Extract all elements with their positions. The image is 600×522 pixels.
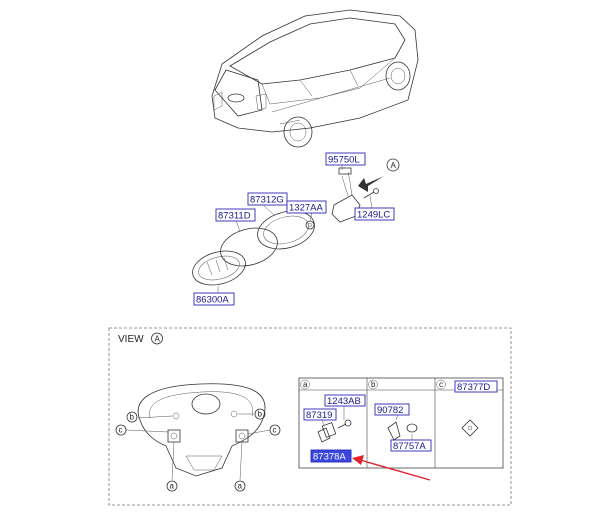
detail-header-b: b [371, 380, 376, 389]
svg-text:87378A: 87378A [313, 452, 346, 463]
svg-text:1327AA: 1327AA [289, 203, 323, 214]
detail-c-part [461, 419, 479, 437]
label-87319[interactable]: 87319 [303, 408, 337, 421]
label-95750L[interactable]: 95750L [325, 152, 366, 166]
detail-header-c: c [439, 380, 443, 389]
detail-a-parts [317, 406, 352, 443]
svg-text:1243AB: 1243AB [327, 396, 361, 407]
callout-a-right: a [238, 482, 243, 491]
svg-text:87757A: 87757A [393, 441, 426, 452]
car-illustration [211, 9, 419, 148]
highlight-arrow [352, 455, 431, 481]
svg-text:87311D: 87311D [218, 211, 251, 222]
label-87312G[interactable]: 87312G [247, 192, 288, 206]
detail-b-parts [387, 413, 418, 451]
svg-text:1249LC: 1249LC [357, 210, 390, 221]
svg-text:90782: 90782 [377, 405, 403, 416]
svg-text:87312G: 87312G [250, 195, 284, 206]
label-87757A[interactable]: 87757A [390, 439, 432, 452]
top-leader-lines [217, 164, 373, 294]
svg-text:86300A: 86300A [196, 295, 229, 306]
label-90782[interactable]: 90782 [374, 403, 410, 416]
emblem-assembly [192, 158, 400, 286]
callout-b-right: b [258, 410, 263, 419]
svg-text:95750L: 95750L [328, 155, 360, 166]
callout-a-left: a [170, 482, 175, 491]
rear-view-callouts [115, 408, 281, 492]
label-87377D[interactable]: 87377D [454, 380, 498, 393]
detail-header-a: a [303, 380, 308, 389]
label-87378A[interactable]: 87378A [310, 449, 352, 463]
view-title-callout-circle [151, 332, 163, 345]
callout-c-right: c [273, 426, 277, 435]
view-a-callout: A [391, 161, 397, 170]
svg-text:87319: 87319 [306, 410, 332, 421]
tailgate-rear-view [137, 383, 266, 477]
label-86300A[interactable]: 86300A [193, 292, 235, 306]
view-panel-frame [108, 327, 512, 506]
view-title: VIEW [118, 334, 144, 345]
callout-c-left: c [119, 426, 123, 435]
callout-b-left: b [130, 413, 135, 422]
view-title-callout: A [155, 335, 161, 344]
label-1327AA[interactable]: 1327AA [286, 200, 327, 214]
label-87311D[interactable]: 87311D [215, 208, 256, 222]
label-1243AB[interactable]: 1243AB [324, 394, 366, 407]
svg-text:87377D: 87377D [457, 382, 490, 393]
label-1249LC[interactable]: 1249LC [354, 207, 395, 221]
